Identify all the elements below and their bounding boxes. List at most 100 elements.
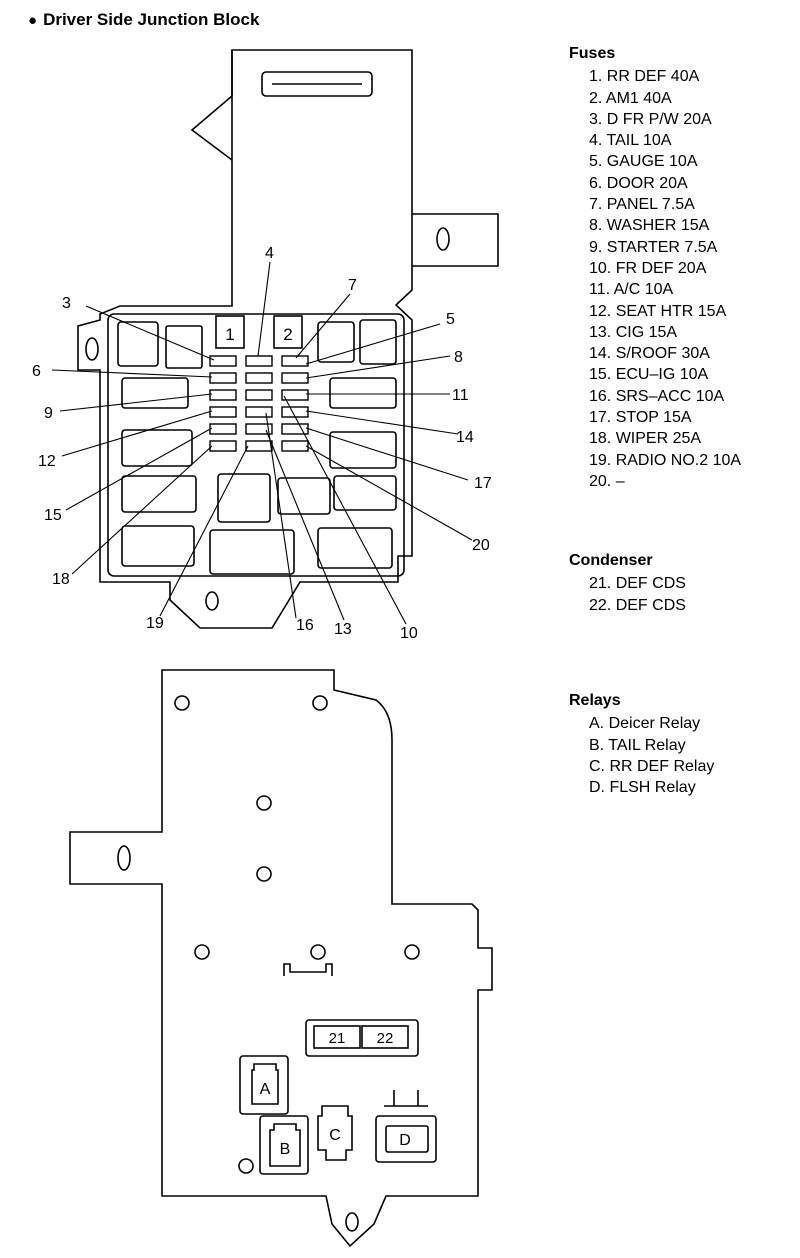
relay-label-d: D	[399, 1132, 411, 1149]
front-view: 1 2	[32, 49, 499, 642]
connector-right-2	[329, 377, 397, 409]
connector-center-3	[209, 529, 295, 575]
rear-hole-6	[310, 944, 326, 960]
callout-6: 6	[32, 363, 41, 380]
list-item: 19. RADIO NO.2 10A	[589, 451, 742, 469]
right-tab-hole	[436, 227, 450, 251]
list-item: 22. DEF CDS	[589, 596, 686, 614]
callout-12: 12	[38, 453, 56, 470]
fuse-slot-1	[215, 315, 245, 349]
callout-3: 3	[62, 295, 71, 312]
relay-c-body	[317, 1105, 353, 1161]
upper-tab	[190, 50, 233, 161]
rear-hole-8	[238, 1158, 254, 1174]
connector-left-5	[121, 525, 195, 567]
leader-lines	[51, 261, 473, 625]
condenser-heading: Condenser	[569, 552, 653, 569]
rear-left-tab-hole	[117, 845, 131, 871]
list-item: 10. FR DEF 20A	[589, 259, 707, 277]
condenser-21	[313, 1025, 361, 1049]
right-tab	[412, 213, 499, 267]
relay-a-body	[251, 1063, 279, 1105]
bullet-icon: ●	[28, 12, 38, 29]
list-item: 11. A/C 10A	[589, 281, 674, 299]
callout-14: 14	[456, 429, 474, 446]
list-item: 16. SRS–ACC 10A	[589, 387, 725, 405]
fuses-legend: Fuses 1. RR DEF 40A 2. AM1 40A 3. D FR P…	[569, 43, 741, 492]
relay-d-pins	[384, 1090, 428, 1107]
connector-right-5	[317, 527, 393, 569]
condenser-list: 21. DEF CDS 22. DEF CDS	[569, 573, 686, 616]
list-item: 18. WIPER 25A	[589, 430, 702, 448]
relay-a-housing	[239, 1055, 289, 1115]
list-item: 4. TAIL 10A	[589, 132, 672, 150]
rear-bottom-hole	[345, 1212, 359, 1232]
relay-d-body	[385, 1125, 429, 1153]
front-body-outline	[77, 49, 413, 629]
list-item: 13. CIG 15A	[589, 323, 678, 341]
condenser-block	[305, 1019, 419, 1057]
callout-5: 5	[446, 311, 455, 328]
relay-label-a: A	[260, 1081, 271, 1098]
condenser-22	[361, 1025, 409, 1049]
rear-view: 21 22 A B C D	[69, 669, 493, 1248]
connector-right-4	[333, 475, 397, 511]
callout-16: 16	[296, 617, 314, 634]
list-item: D. FLSH Relay	[589, 779, 696, 797]
relay-label-c: C	[329, 1127, 341, 1144]
list-item: 20. –	[589, 472, 625, 490]
callout-20: 20	[472, 537, 490, 554]
callout-7: 7	[348, 277, 357, 294]
callout-17: 17	[474, 475, 492, 492]
connector-center-2	[277, 477, 331, 515]
fuse-label-2: 2	[283, 325, 292, 344]
list-item: 8. WASHER 15A	[589, 217, 710, 235]
fuse-slot-2	[273, 315, 303, 349]
callout-10: 10	[400, 625, 418, 642]
fuses-list: 1. RR DEF 40A 2. AM1 40A 3. D FR P/W 20A…	[569, 66, 741, 492]
list-item: C. RR DEF Relay	[589, 757, 715, 775]
list-item: B. TAIL Relay	[589, 736, 686, 754]
relay-d-housing	[375, 1115, 437, 1163]
rear-hole-1	[174, 695, 190, 711]
rear-hole-5	[194, 944, 210, 960]
list-item: 17. STOP 15A	[589, 409, 692, 427]
connector-left-2	[121, 377, 189, 409]
connector-right-1	[317, 321, 355, 363]
junction-block-diagram: 1 2	[32, 49, 499, 1248]
fuse-grid	[209, 355, 309, 452]
list-item: 5. GAUGE 10A	[589, 153, 698, 171]
list-item: 12. SEAT HTR 15A	[589, 302, 727, 320]
callout-4: 4	[265, 245, 274, 262]
callout-8: 8	[454, 349, 463, 366]
list-item: 9. STARTER 7.5A	[589, 238, 718, 256]
callout-19: 19	[146, 615, 164, 632]
list-item: A. Deicer Relay	[589, 715, 701, 733]
connector-left-1	[117, 321, 159, 367]
relay-b-body	[269, 1123, 301, 1167]
relay-label-b: B	[280, 1141, 291, 1158]
rear-hole-7	[404, 944, 420, 960]
connector-right-3	[329, 431, 397, 469]
list-item: 1. RR DEF 40A	[589, 68, 700, 86]
rear-hole-3	[256, 795, 272, 811]
connector-left-4	[121, 475, 197, 513]
relays-heading: Relays	[569, 692, 621, 709]
list-item: 6. DOOR 20A	[589, 174, 688, 192]
list-item: 21. DEF CDS	[589, 575, 686, 593]
fuses-heading: Fuses	[569, 45, 616, 62]
upper-connector	[261, 71, 373, 97]
condenser-legend: Condenser 21. DEF CDS 22. DEF CDS	[569, 550, 686, 616]
relay-b-housing	[259, 1115, 309, 1175]
list-item: 2. AM1 40A	[589, 89, 672, 107]
condenser-label-21: 21	[329, 1030, 346, 1047]
callout-13: 13	[334, 621, 352, 638]
list-item: 15. ECU–IG 10A	[589, 366, 709, 384]
connector-center-1	[217, 473, 271, 523]
connector-left-3	[121, 429, 193, 467]
relays-list: A. Deicer Relay B. TAIL Relay C. RR DEF …	[569, 713, 714, 798]
rear-body-outline	[69, 669, 493, 1248]
bottom-hole	[205, 591, 219, 611]
rear-hole-2	[312, 695, 328, 711]
connector-left-1b	[165, 325, 203, 369]
